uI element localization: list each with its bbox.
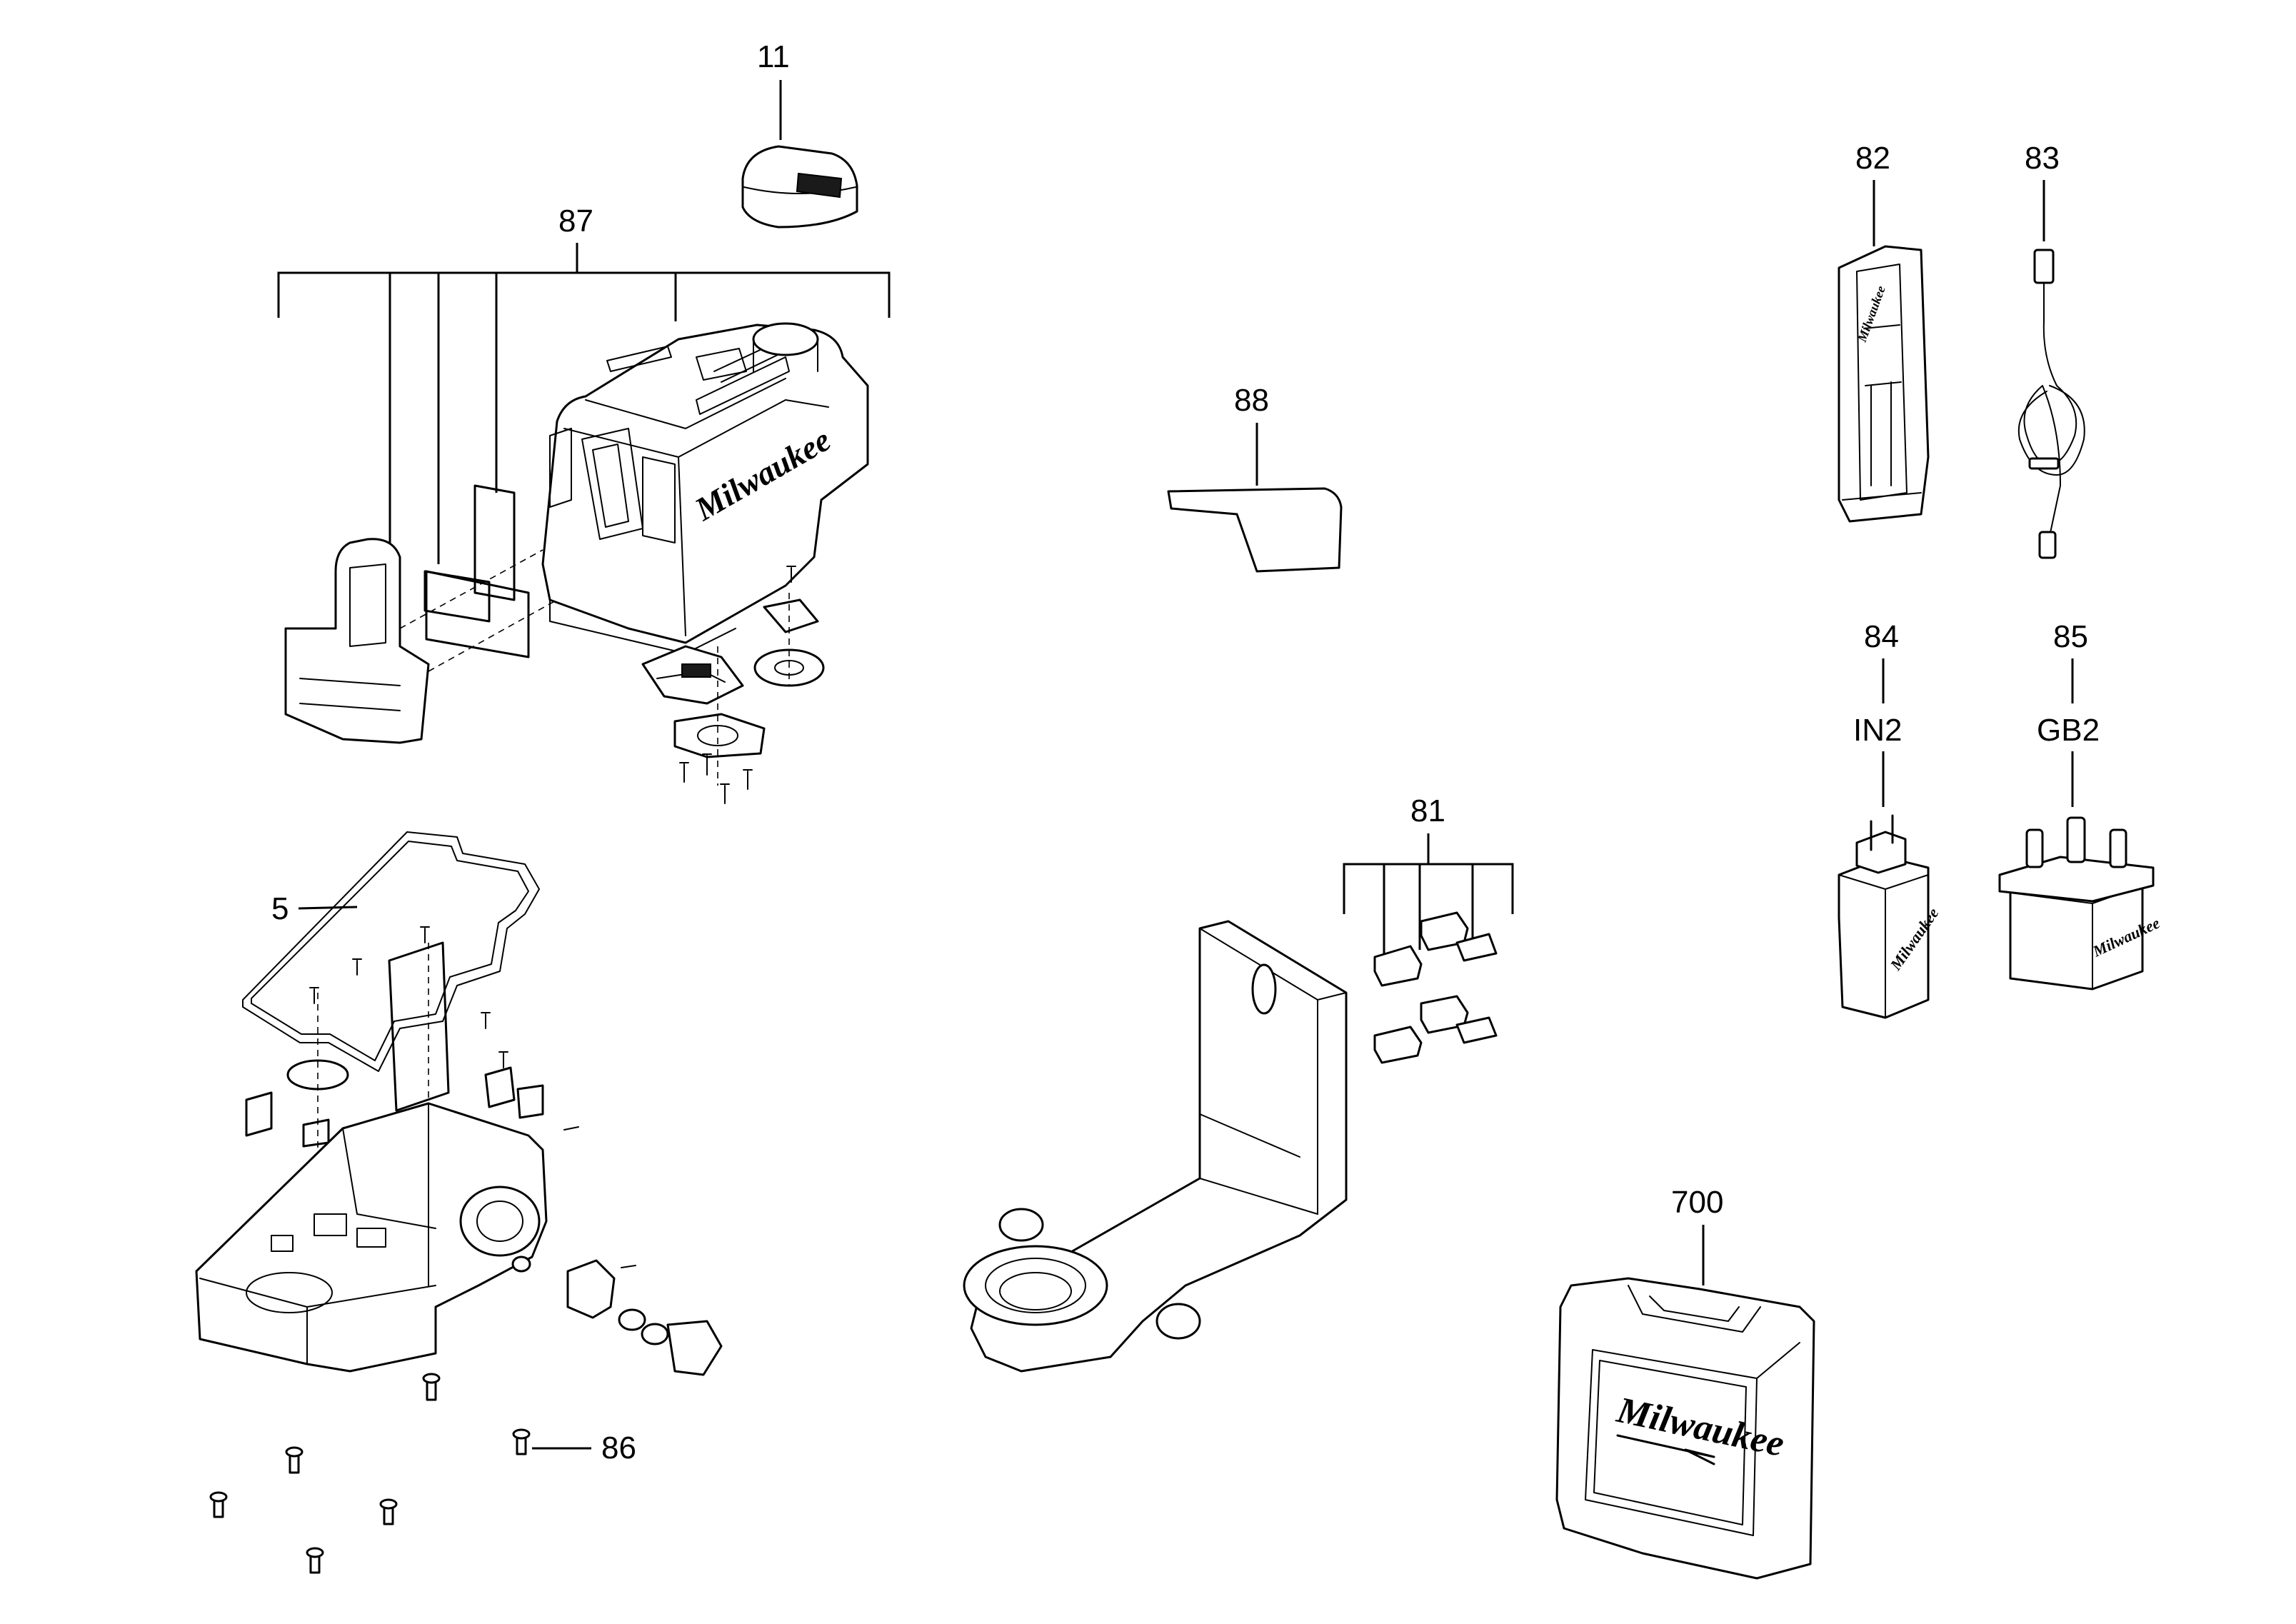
callout-81: 81 [1410,793,1445,828]
part-83-usb-cable: 83 [2017,141,2085,559]
callout-11: 11 [757,39,790,74]
part-82-holder-bracket: 82 Milwaukee [1838,141,1930,523]
part-88-label: 88 [1167,383,1343,573]
part-84-charger-in2: 84 IN2 Milwaukee [1838,619,1942,1019]
label-in2: IN2 [1853,713,1902,748]
mount-clips [1373,911,1498,1064]
part-81-mount-bracket: 81 [963,793,1514,1373]
callout-83: 83 [2025,141,2060,176]
part-87-housing-assembly: 87 [277,204,891,804]
part-86-screws: 86 [209,1373,636,1574]
callout-88: 88 [1234,383,1269,418]
part-700-carry-case: 700 Milwaukee [1555,1185,1815,1580]
part-11-cap: 11 [741,39,858,229]
callout-87: 87 [558,204,593,239]
callout-84: 84 [1864,619,1899,654]
part-5-base-assembly: 5 [195,831,723,1376]
callout-82: 82 [1855,141,1890,176]
callout-86: 86 [601,1430,636,1465]
callout-5: 5 [271,891,289,926]
housing-mount-hardware [641,566,825,804]
label-gb2: GB2 [2037,713,2100,748]
callout-700: 700 [1671,1185,1723,1220]
callout-85: 85 [2053,619,2088,654]
part-85-charger-gb2: 85 GB2 Milwaukee [1998,619,2162,991]
